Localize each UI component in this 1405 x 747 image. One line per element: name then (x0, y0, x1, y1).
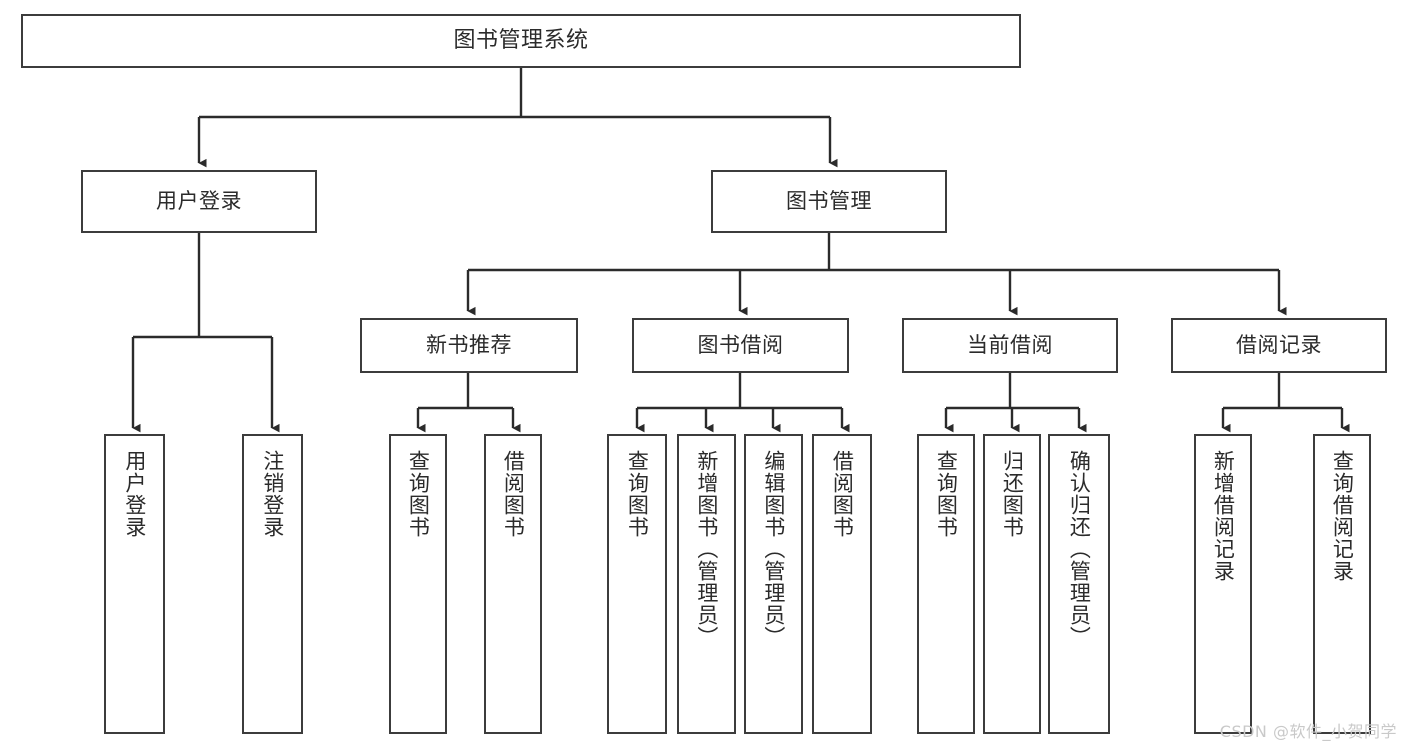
node-label: 借阅图书 (501, 450, 526, 538)
leaf-borrow-edit-book-admin[interactable]: 编辑图书（管理员） (744, 434, 803, 734)
leaf-recommend-query-book[interactable]: 查询图书 (389, 434, 447, 734)
node-borrow-record[interactable]: 借阅记录 (1171, 318, 1387, 373)
node-label: 查询借阅记录 (1330, 450, 1355, 582)
leaf-borrow-lend-book[interactable]: 借阅图书 (812, 434, 872, 734)
node-book-borrow[interactable]: 图书借阅 (632, 318, 849, 373)
node-label: 新增图书（管理员） (694, 450, 719, 648)
node-label: 归还图书 (1000, 450, 1025, 538)
node-book-management[interactable]: 图书管理 (711, 170, 947, 233)
node-label: 借阅记录 (1236, 332, 1322, 357)
node-label: 用户登录 (156, 188, 242, 213)
watermark: CSDN @软件_小贺同学 (1219, 722, 1397, 741)
node-root-system[interactable]: 图书管理系统 (21, 14, 1021, 68)
node-label: 查询图书 (625, 450, 650, 538)
node-label: 图书借阅 (697, 332, 784, 357)
node-label: 图书管理 (786, 188, 872, 213)
leaf-current-return-book[interactable]: 归还图书 (983, 434, 1041, 734)
node-label: 用户登录 (122, 450, 147, 538)
leaf-user-login[interactable]: 用户登录 (104, 434, 165, 734)
node-label: 确认归还（管理员） (1067, 450, 1092, 648)
leaf-user-logout[interactable]: 注销登录 (242, 434, 303, 734)
node-label: 查询图书 (406, 450, 431, 538)
node-label: 新书推荐 (426, 332, 512, 357)
leaf-record-add[interactable]: 新增借阅记录 (1194, 434, 1252, 734)
leaf-record-query[interactable]: 查询借阅记录 (1313, 434, 1371, 734)
leaf-current-confirm-return-admin[interactable]: 确认归还（管理员） (1048, 434, 1110, 734)
node-user-login[interactable]: 用户登录 (81, 170, 317, 233)
node-label: 当前借阅 (967, 332, 1053, 357)
leaf-borrow-add-book-admin[interactable]: 新增图书（管理员） (677, 434, 736, 734)
node-new-book-recommend[interactable]: 新书推荐 (360, 318, 578, 373)
leaf-current-query-book[interactable]: 查询图书 (917, 434, 975, 734)
leaf-borrow-query-book[interactable]: 查询图书 (607, 434, 667, 734)
node-label: 查询图书 (934, 450, 959, 538)
node-label: 编辑图书（管理员） (761, 450, 786, 648)
leaf-recommend-borrow-book[interactable]: 借阅图书 (484, 434, 542, 734)
node-label: 借阅图书 (830, 450, 855, 538)
node-label: 新增借阅记录 (1211, 450, 1236, 582)
node-label: 注销登录 (260, 450, 285, 538)
node-current-borrow[interactable]: 当前借阅 (902, 318, 1118, 373)
node-label: 图书管理系统 (453, 27, 589, 53)
